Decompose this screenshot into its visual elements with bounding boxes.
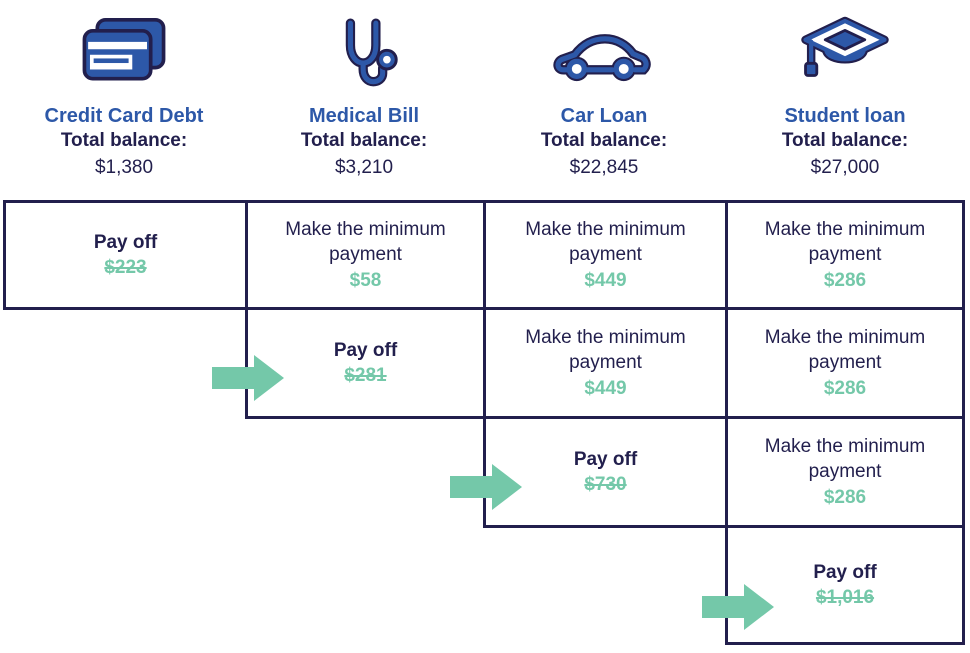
payment-amount: $223 <box>104 257 147 279</box>
action-label: Make the minimum payment <box>764 327 926 373</box>
column-header-credit-card: Credit Card Debt Total balance: $1,380 <box>3 0 245 198</box>
balance-label: Total balance: <box>781 130 909 151</box>
minimum-cell-student-loan: Make the minimum payment $286 <box>725 203 962 307</box>
minimum-cell-car-loan: Make the minimum payment $449 <box>483 310 725 416</box>
balance-label: Total balance: <box>60 130 188 151</box>
minimum-cell-student-loan: Make the minimum payment $286 <box>725 419 962 525</box>
action-label: Pay off <box>333 339 398 361</box>
minimum-cell-medical-bill: Make the minimum payment $58 <box>245 203 483 307</box>
payoff-cell-credit-card: Pay off $223 <box>6 203 245 307</box>
action-label: Make the minimum payment <box>764 219 926 265</box>
minimum-cell-student-loan: Make the minimum payment $286 <box>725 310 962 416</box>
credit-card-icon <box>78 0 170 104</box>
action-label: Make the minimum payment <box>285 219 446 265</box>
arrow-right-icon <box>450 464 522 510</box>
arrow-right-icon <box>212 355 284 401</box>
balance-value: $3,210 <box>334 156 394 178</box>
column-header-car-loan: Car Loan Total balance: $22,845 <box>483 0 725 198</box>
column-title: Student loan <box>784 105 906 127</box>
column-header-medical-bill: Medical Bill Total balance: $3,210 <box>245 0 483 198</box>
action-label: Make the minimum payment <box>525 219 686 265</box>
payment-amount: $281 <box>344 365 387 387</box>
step-row-4: Pay off $1,016 <box>725 525 965 645</box>
payoff-cell-car-loan: Pay off $730 <box>486 419 725 525</box>
payment-amount: $449 <box>584 269 627 291</box>
payment-amount: $286 <box>823 377 867 399</box>
balance-value: $1,380 <box>94 156 154 178</box>
payment-amount: $58 <box>349 269 382 291</box>
balance-label: Total balance: <box>300 130 428 151</box>
payoff-cell-medical-bill: Pay off $281 <box>248 310 483 416</box>
balance-value: $27,000 <box>810 156 880 178</box>
action-label: Pay off <box>93 231 158 253</box>
action-label: Make the minimum payment <box>525 327 686 373</box>
payment-amount: $730 <box>584 474 627 496</box>
payment-amount: $1,016 <box>815 587 875 609</box>
car-icon <box>552 0 656 104</box>
action-label: Make the minimum payment <box>764 436 926 482</box>
balance-label: Total balance: <box>540 130 668 151</box>
step-row-2: Pay off $281 Make the minimum payment $4… <box>245 307 965 419</box>
column-title: Credit Card Debt <box>44 105 204 127</box>
step-row-3: Pay off $730 Make the minimum payment $2… <box>483 416 965 528</box>
column-title: Car Loan <box>560 105 648 127</box>
payment-amount: $286 <box>823 269 867 291</box>
column-header-student-loan: Student loan Total balance: $27,000 <box>725 0 965 198</box>
action-label: Pay off <box>573 448 638 470</box>
minimum-cell-car-loan: Make the minimum payment $449 <box>483 203 725 307</box>
payment-amount: $449 <box>584 377 627 399</box>
balance-value: $22,845 <box>569 156 639 178</box>
graduation-cap-icon <box>798 0 892 104</box>
column-title: Medical Bill <box>308 105 420 127</box>
payment-amount: $286 <box>823 486 867 508</box>
stethoscope-icon <box>325 0 403 104</box>
step-row-1: Pay off $223 Make the minimum payment $5… <box>3 200 965 310</box>
payoff-cell-student-loan: Pay off $1,016 <box>728 528 962 642</box>
action-label: Pay off <box>813 561 877 583</box>
arrow-right-icon <box>702 584 774 630</box>
